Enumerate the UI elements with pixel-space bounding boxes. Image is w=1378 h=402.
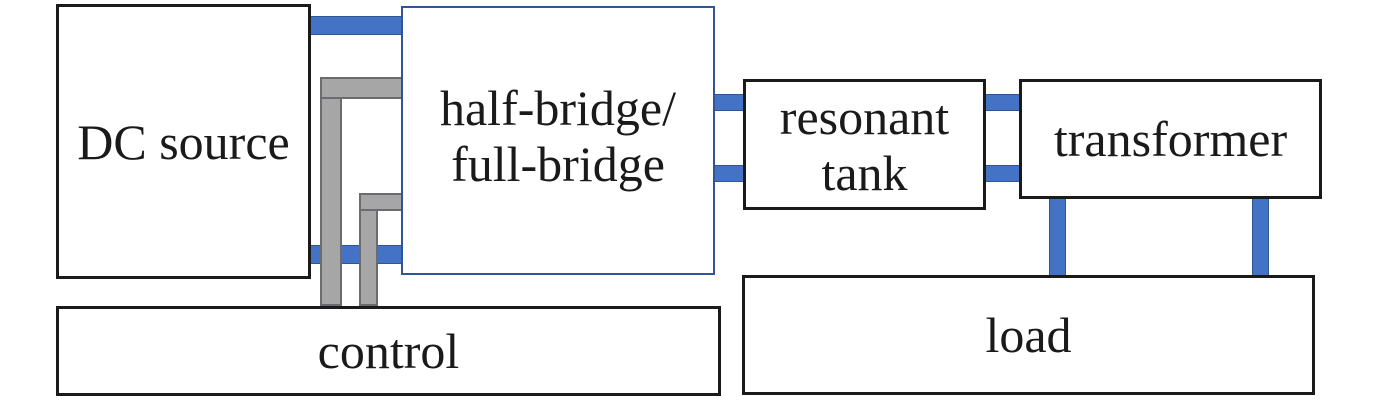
power-line-tank-to-transformer-top <box>983 94 1023 111</box>
power-line-transformer-to-load-right <box>1252 196 1269 278</box>
transformer-block: transformer <box>1019 79 1322 199</box>
power-line-tank-to-transformer-bottom <box>983 165 1023 182</box>
bridge-block: half-bridge/ full-bridge <box>401 6 715 275</box>
control-block: control <box>56 306 721 396</box>
dc-source-label: DC source <box>77 113 290 170</box>
transformer-label: transformer <box>1053 111 1288 167</box>
load-label: load <box>985 307 1072 363</box>
power-line-bridge-to-tank-top <box>712 94 746 111</box>
power-line-transformer-to-load-left <box>1049 196 1066 278</box>
dc-source-block: DC source <box>56 4 311 279</box>
power-line-dc-to-bridge-top <box>308 16 404 35</box>
power-line-bridge-to-tank-bottom <box>712 165 746 182</box>
control-label: control <box>317 323 460 379</box>
load-block: load <box>742 275 1315 395</box>
resonant-tank-label: resonant tank <box>779 88 950 201</box>
resonant-tank-block: resonant tank <box>743 79 986 210</box>
bridge-label: half-bridge/ full-bridge <box>439 79 676 192</box>
